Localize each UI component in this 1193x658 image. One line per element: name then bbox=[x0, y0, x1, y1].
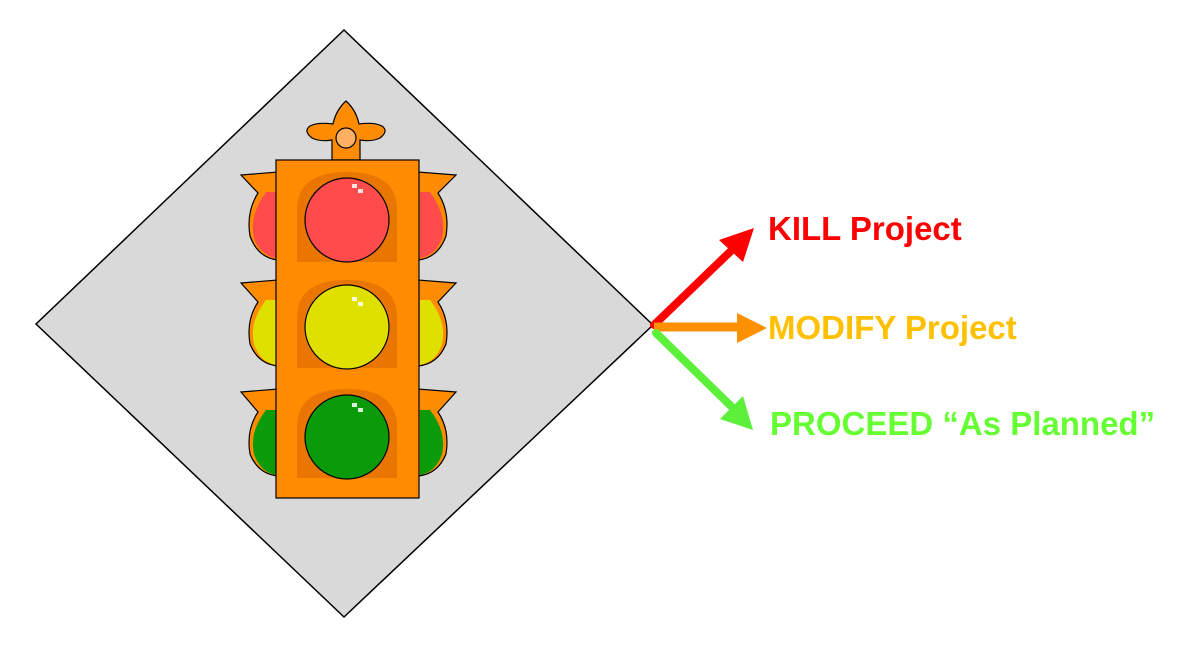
traffic-light-icon bbox=[239, 100, 458, 499]
proceed-arrowhead bbox=[720, 396, 753, 430]
kill-arrowhead bbox=[719, 228, 754, 262]
yellow-lamp bbox=[304, 284, 390, 370]
kill-label: KILL Project bbox=[768, 210, 962, 247]
red-lamp bbox=[304, 177, 390, 263]
proceed-arrow bbox=[652, 329, 739, 414]
kill-arrow bbox=[650, 244, 738, 329]
green-lamp bbox=[304, 394, 390, 480]
outcome-arrows bbox=[650, 228, 767, 430]
modify-label: MODIFY Project bbox=[768, 309, 1017, 346]
modify-arrowhead bbox=[737, 313, 767, 343]
proceed-label: PROCEED “As Planned” bbox=[770, 405, 1155, 442]
